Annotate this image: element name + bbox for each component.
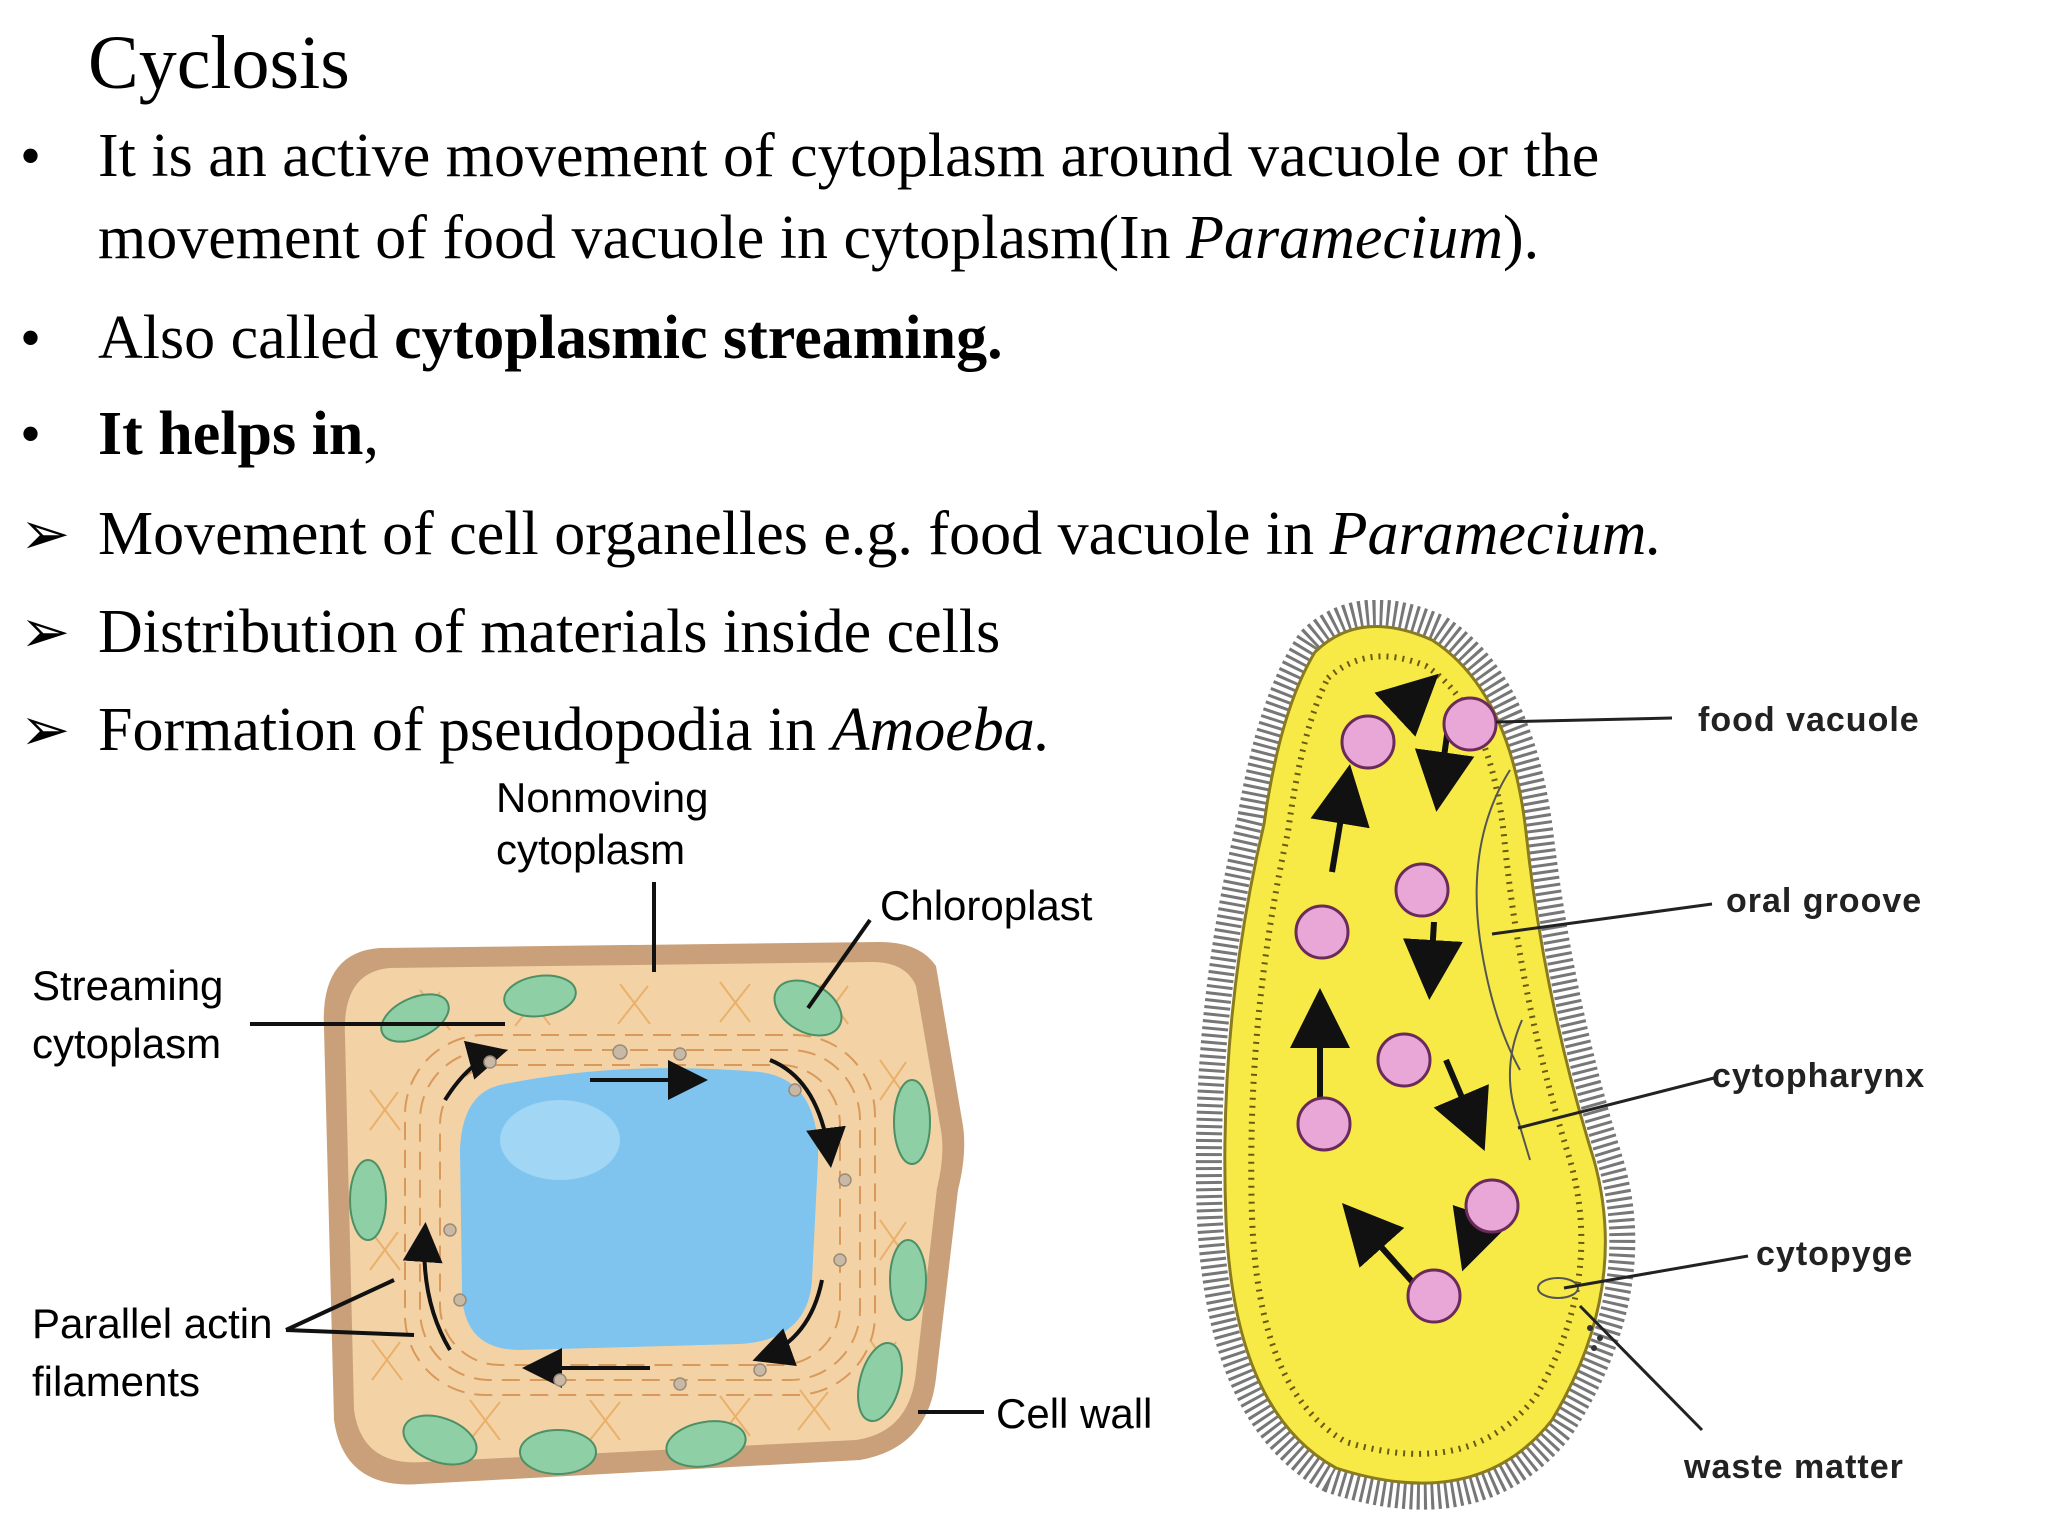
subpoint-3-text: Formation of pseudopodia in <box>98 696 832 764</box>
streaming-arrows <box>402 1040 846 1388</box>
chloroplast <box>519 1429 597 1475</box>
chloroplast <box>380 993 450 1043</box>
subpoint-1-italic: Paramecium. <box>1329 500 1662 568</box>
paramecium-leaders <box>1491 716 1749 1432</box>
label-filaments: filaments <box>32 1358 200 1405</box>
bullet-2-text: Also called <box>98 304 395 372</box>
label-cytopharynx: cytopharynx <box>1712 1057 1925 1095</box>
bullet-marker: • <box>20 305 42 371</box>
slide-title: Cyclosis <box>88 21 350 105</box>
bullet-1-tail: ). <box>1502 204 1540 272</box>
chloroplast <box>893 1079 931 1165</box>
subpoint-2: Distribution of materials inside cells <box>98 594 1000 670</box>
label-parallel-actin: Parallel actin <box>32 1300 272 1347</box>
subpoint-3: Formation of pseudopodia in Amoeba. <box>98 692 1050 768</box>
food-vacuole <box>1464 1178 1520 1234</box>
leader-lines <box>250 882 984 1414</box>
arrow-marker: ➢ <box>20 599 71 665</box>
food-vacuoles <box>1294 696 1520 1324</box>
bullet-3-bold: It helps in <box>98 400 364 468</box>
food-vacuole <box>1394 862 1450 918</box>
bullet-1-italic: Paramecium <box>1186 204 1503 272</box>
parallel-filaments <box>404 1034 876 1396</box>
oral-groove <box>1475 769 1521 1071</box>
food-vacuole <box>1406 1268 1462 1324</box>
label-streaming: Streaming <box>32 962 223 1009</box>
label-nonmoving: Nonmoving <box>496 774 708 821</box>
waste-dots <box>1587 1325 1603 1351</box>
label-waste-matter: waste matter <box>1683 1448 1904 1486</box>
food-vacuole <box>1442 696 1498 752</box>
bullet-3: It helps in, <box>98 396 379 472</box>
pellicle <box>1248 653 1585 1457</box>
food-vacuole <box>1296 1096 1352 1152</box>
label-chloroplast: Chloroplast <box>880 882 1093 929</box>
paramecium-diagram: food vacuole oral groove cytopharynx cyt… <box>1195 600 1925 1510</box>
label-oral-groove: oral groove <box>1726 882 1922 920</box>
food-vacuole <box>1340 714 1396 770</box>
subpoint-1: Movement of cell organelles e.g. food va… <box>98 496 1662 572</box>
bullet-1-text: movement of food vacuole in cytoplasm(In <box>98 204 1187 272</box>
arrow-marker: ➢ <box>20 501 71 567</box>
label-cytoplasm: cytoplasm <box>496 826 685 873</box>
bullet-marker: • <box>20 401 42 467</box>
label-food-vacuole: food vacuole <box>1698 701 1920 739</box>
chloroplast <box>503 974 577 1018</box>
plant-cell-diagram: Nonmoving cytoplasm Chloroplast Streamin… <box>32 774 1152 1485</box>
chloroplast <box>857 1342 903 1422</box>
bullet-1-line-2: movement of food vacuole in cytoplasm(In… <box>98 200 1539 276</box>
vacuole <box>460 1068 819 1350</box>
food-vacuole <box>1376 1032 1432 1088</box>
bullet-1-line-1: It is an active movement of cytoplasm ar… <box>98 122 1600 190</box>
label-streaming-cytoplasm: cytoplasm <box>32 1020 221 1067</box>
chloroplast <box>665 1420 747 1468</box>
subpoint-2-text: Distribution of materials inside cells <box>98 598 1001 666</box>
label-cell-wall: Cell wall <box>996 1390 1152 1437</box>
cytopyge <box>1537 1277 1579 1299</box>
food-vacuole <box>1294 904 1350 960</box>
chloroplast <box>889 1239 927 1321</box>
subpoint-1-text: Movement of cell organelles e.g. food va… <box>98 500 1330 568</box>
chloroplast <box>349 1159 387 1241</box>
bullet-3-tail: , <box>363 400 379 468</box>
arrow-marker: ➢ <box>20 697 71 763</box>
chloroplast <box>402 1414 478 1466</box>
label-cytopyge: cytopyge <box>1756 1235 1913 1273</box>
organelles <box>443 1044 852 1391</box>
bullet-marker: • <box>20 123 42 189</box>
bullet-2: Also called cytoplasmic streaming. <box>98 300 1003 376</box>
bullet-2-bold: cytoplasmic streaming. <box>394 304 1003 372</box>
subpoint-3-italic: Amoeba. <box>831 696 1051 764</box>
